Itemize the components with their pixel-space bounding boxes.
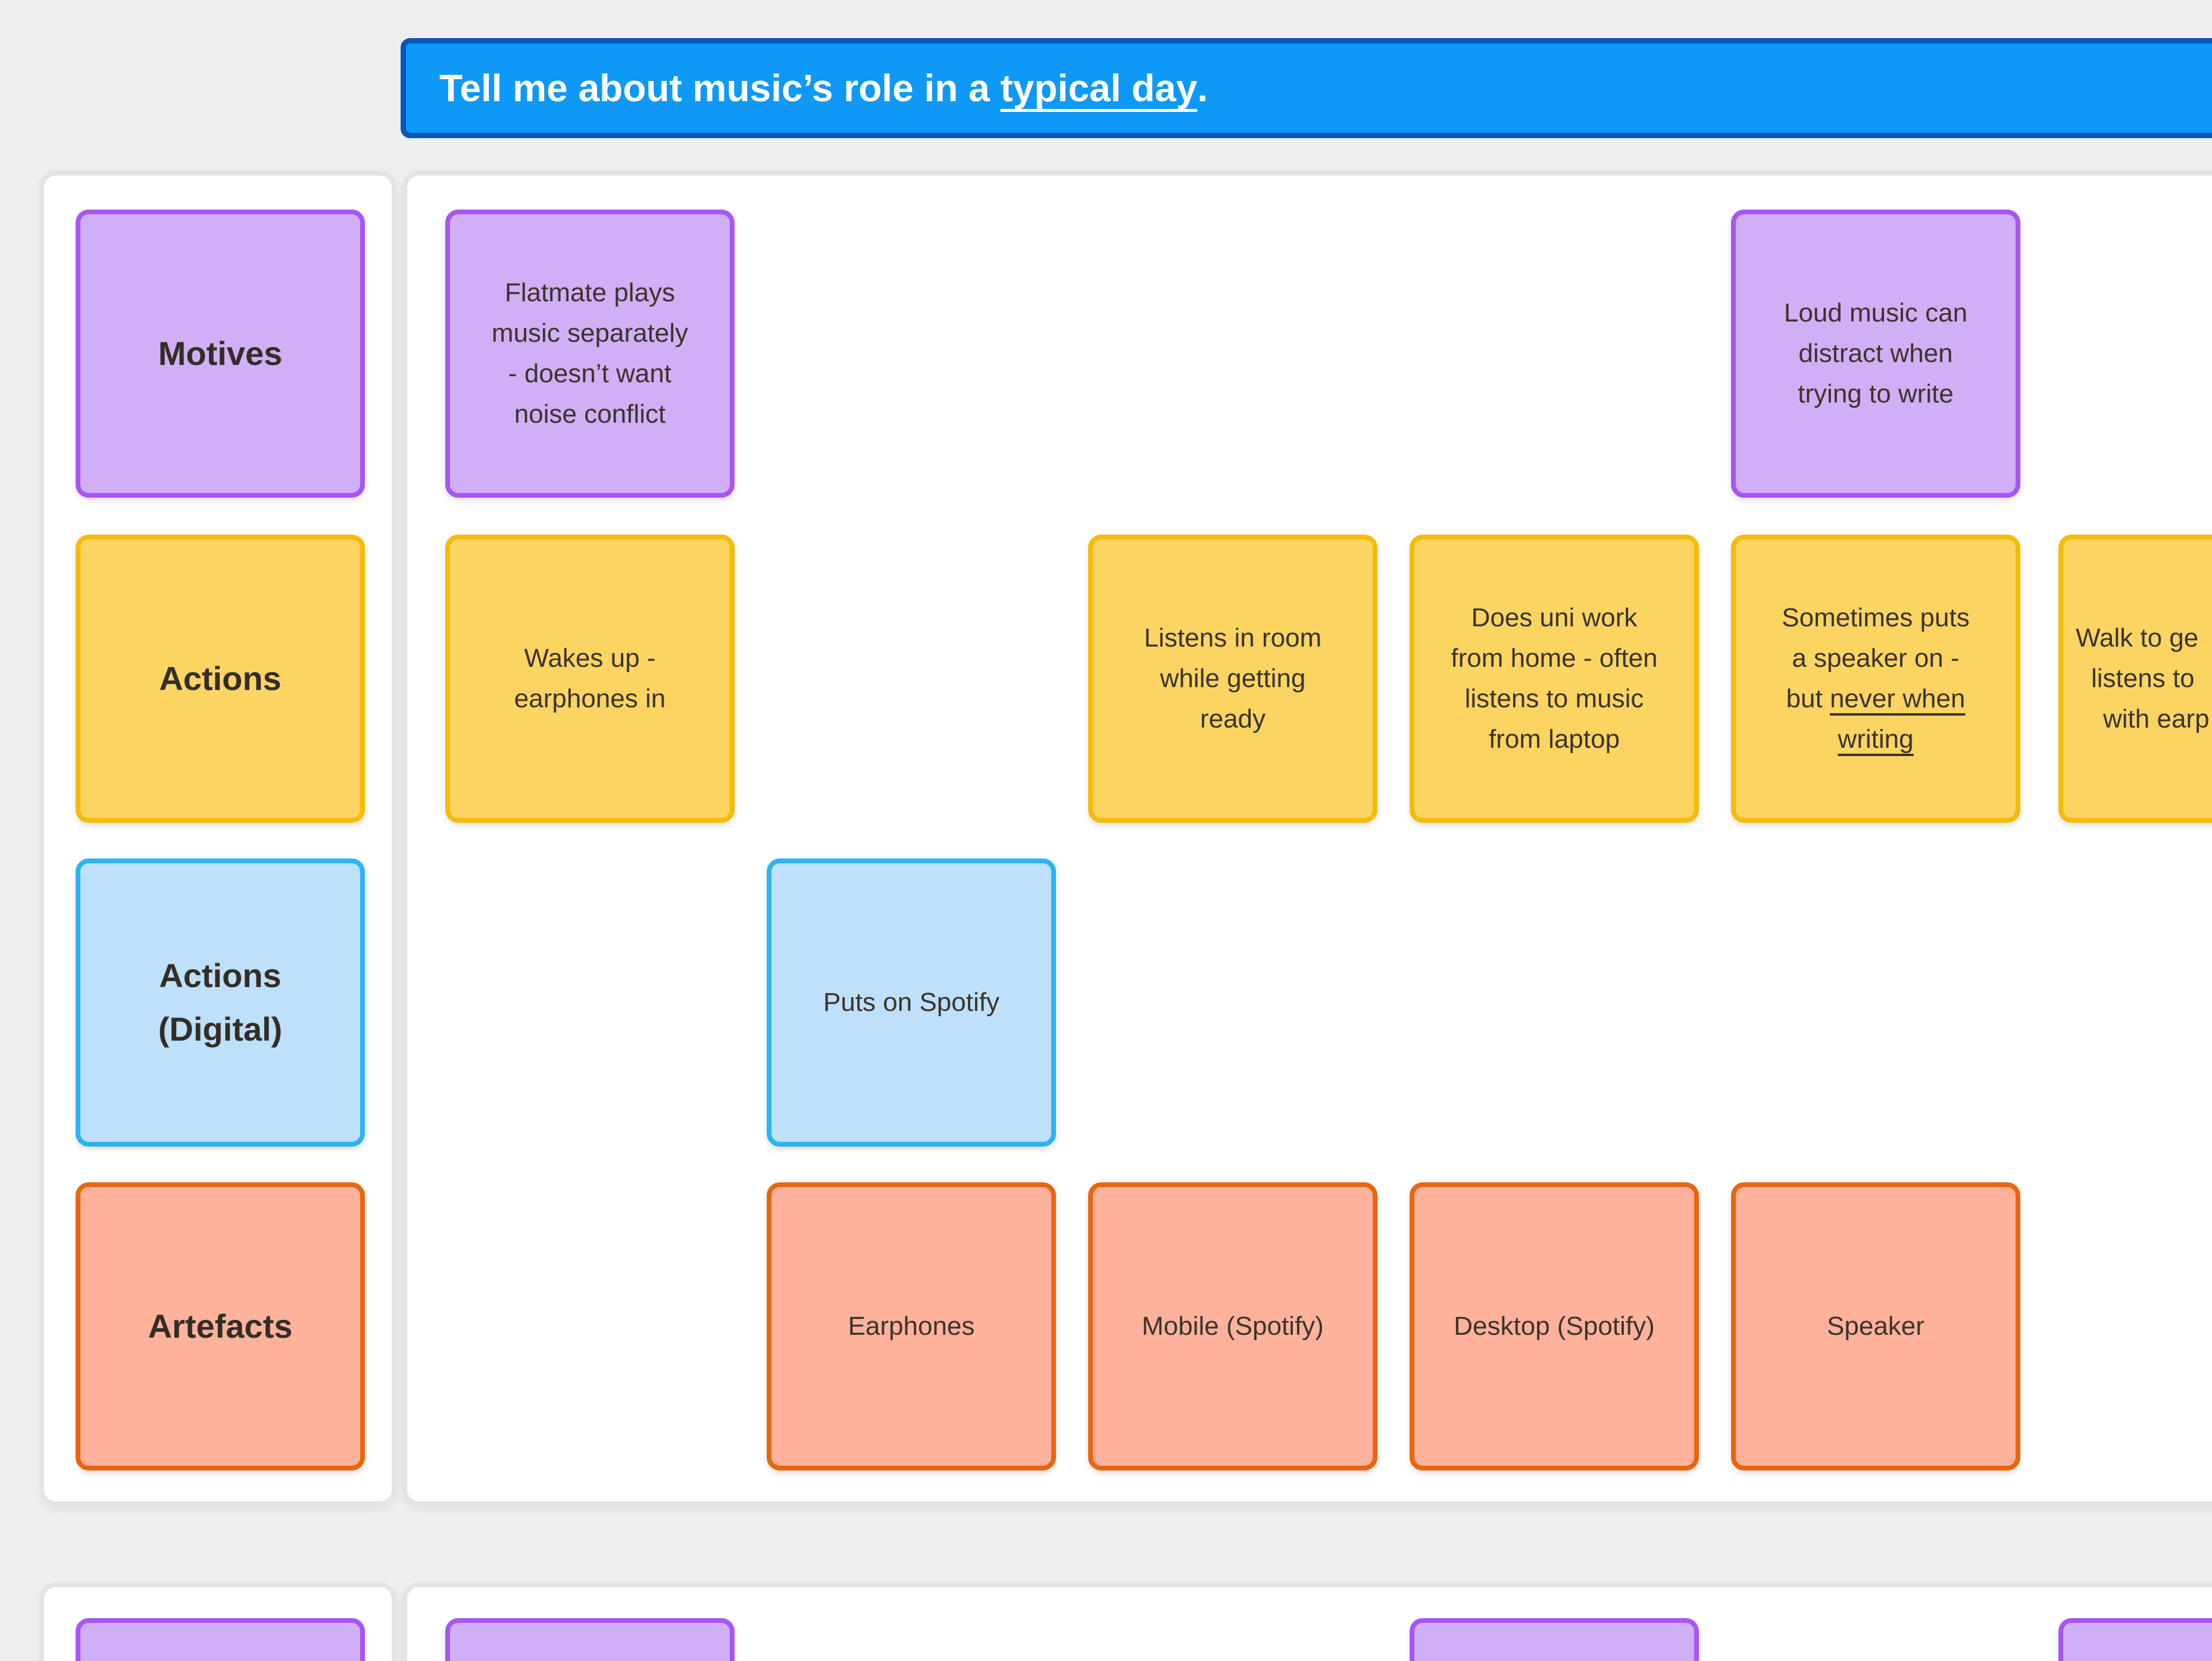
sticky-note-text-plain: Desktop (Spotify) xyxy=(1454,1312,1655,1341)
sticky-note[interactable]: Earphones xyxy=(767,1182,1056,1470)
sticky-note-text-plain: Sometimes puts a speaker on - but xyxy=(1782,603,1970,713)
sticky-note-text: Does uni work from home - often listens … xyxy=(1449,598,1659,760)
row-label-actions-digital[interactable]: Actions (Digital) xyxy=(76,858,365,1147)
sticky-note-text: Sometimes puts a speaker on - but never … xyxy=(1771,598,1980,760)
sticky-note-text-plain: Listens in room while getting ready xyxy=(1144,623,1322,733)
sticky-note-text-plain: Wakes up - earphones in xyxy=(514,644,666,713)
sticky-note[interactable]: Mobile (Spotify) xyxy=(1088,1182,1377,1470)
sticky-note-text: Puts on Spotify xyxy=(823,982,999,1023)
sticky-note-text: Walk to ge listens to with earp xyxy=(2063,618,2212,739)
prompt-text-suffix: . xyxy=(1197,67,1208,110)
sticky-note[interactable]: Does uni work from home - often listens … xyxy=(1410,535,1699,823)
sticky-note-text: Mobile (Spotify) xyxy=(1142,1306,1324,1347)
prompt-text: Tell me about music’s role in a xyxy=(439,67,1001,110)
sticky-note[interactable]: Puts on Spotify xyxy=(767,858,1056,1147)
sticky-note[interactable]: Flatmate plays music separately - doesn’… xyxy=(445,210,735,498)
sticky-note-text-underlined: never when writing xyxy=(1829,684,1966,754)
sticky-note[interactable]: Walk to ge listens to with earp xyxy=(2058,535,2212,823)
row-label-text: Actions xyxy=(159,660,282,697)
prompt-banner[interactable]: Tell me about music’s role in a typical … xyxy=(401,38,2212,138)
row-label-artefacts[interactable]: Artefacts xyxy=(76,1182,365,1470)
sticky-note-text-plain: Puts on Spotify xyxy=(823,988,999,1017)
sticky-note-text: Earphones xyxy=(848,1306,975,1347)
sticky-note-text-line: Walk to ge xyxy=(2076,623,2199,652)
sticky-note[interactable]: Desktop (Spotify) xyxy=(1410,1182,1699,1470)
sticky-note-text: Desktop (Spotify) xyxy=(1454,1306,1654,1347)
row-label-text: Actions (Digital) xyxy=(158,957,283,1048)
sticky-note-text-plain: Earphones xyxy=(848,1312,975,1341)
sticky-note[interactable]: Listens in room while getting ready xyxy=(1088,535,1377,823)
sticky-note[interactable] xyxy=(2058,1618,2212,1661)
sticky-note[interactable]: Sometimes puts a speaker on - but never … xyxy=(1731,535,2020,823)
row-label-next-section[interactable] xyxy=(76,1618,365,1661)
sticky-note-text-line: listens to xyxy=(2091,664,2195,693)
row-label-text: Motives xyxy=(158,335,283,372)
sticky-note-text: Flatmate plays music separately - doesn’… xyxy=(485,273,695,435)
sticky-note[interactable]: Speaker xyxy=(1731,1182,2020,1470)
row-label-actions[interactable]: Actions xyxy=(76,535,365,823)
prompt-text-underlined: typical day xyxy=(1000,67,1198,110)
sticky-note[interactable]: Loud music can distract when trying to w… xyxy=(1731,210,2020,498)
sticky-note-text: Listens in room while getting ready xyxy=(1128,618,1338,739)
sticky-note[interactable] xyxy=(445,1618,735,1661)
sticky-note-text-plain: Speaker xyxy=(1827,1312,1924,1341)
sticky-note-text-plain: Flatmate plays music separately - doesn’… xyxy=(491,278,689,429)
row-label-text: Artefacts xyxy=(148,1307,293,1345)
sticky-note-text: Wakes up - earphones in xyxy=(485,638,695,719)
sticky-note-text-plain: Loud music can distract when trying to w… xyxy=(1783,298,1968,408)
row-label-motives[interactable]: Motives xyxy=(76,210,365,498)
sticky-note-text-plain: Does uni work from home - often listens … xyxy=(1451,603,1658,754)
sticky-note-text: Speaker xyxy=(1827,1306,1924,1347)
sticky-note-text-plain: Mobile (Spotify) xyxy=(1142,1312,1324,1341)
sticky-note-text: Loud music can distract when trying to w… xyxy=(1771,293,1980,414)
sticky-note[interactable]: Wakes up - earphones in xyxy=(445,535,735,823)
sticky-note[interactable] xyxy=(1410,1618,1699,1661)
sticky-note-text-line: with earp xyxy=(2103,704,2210,733)
